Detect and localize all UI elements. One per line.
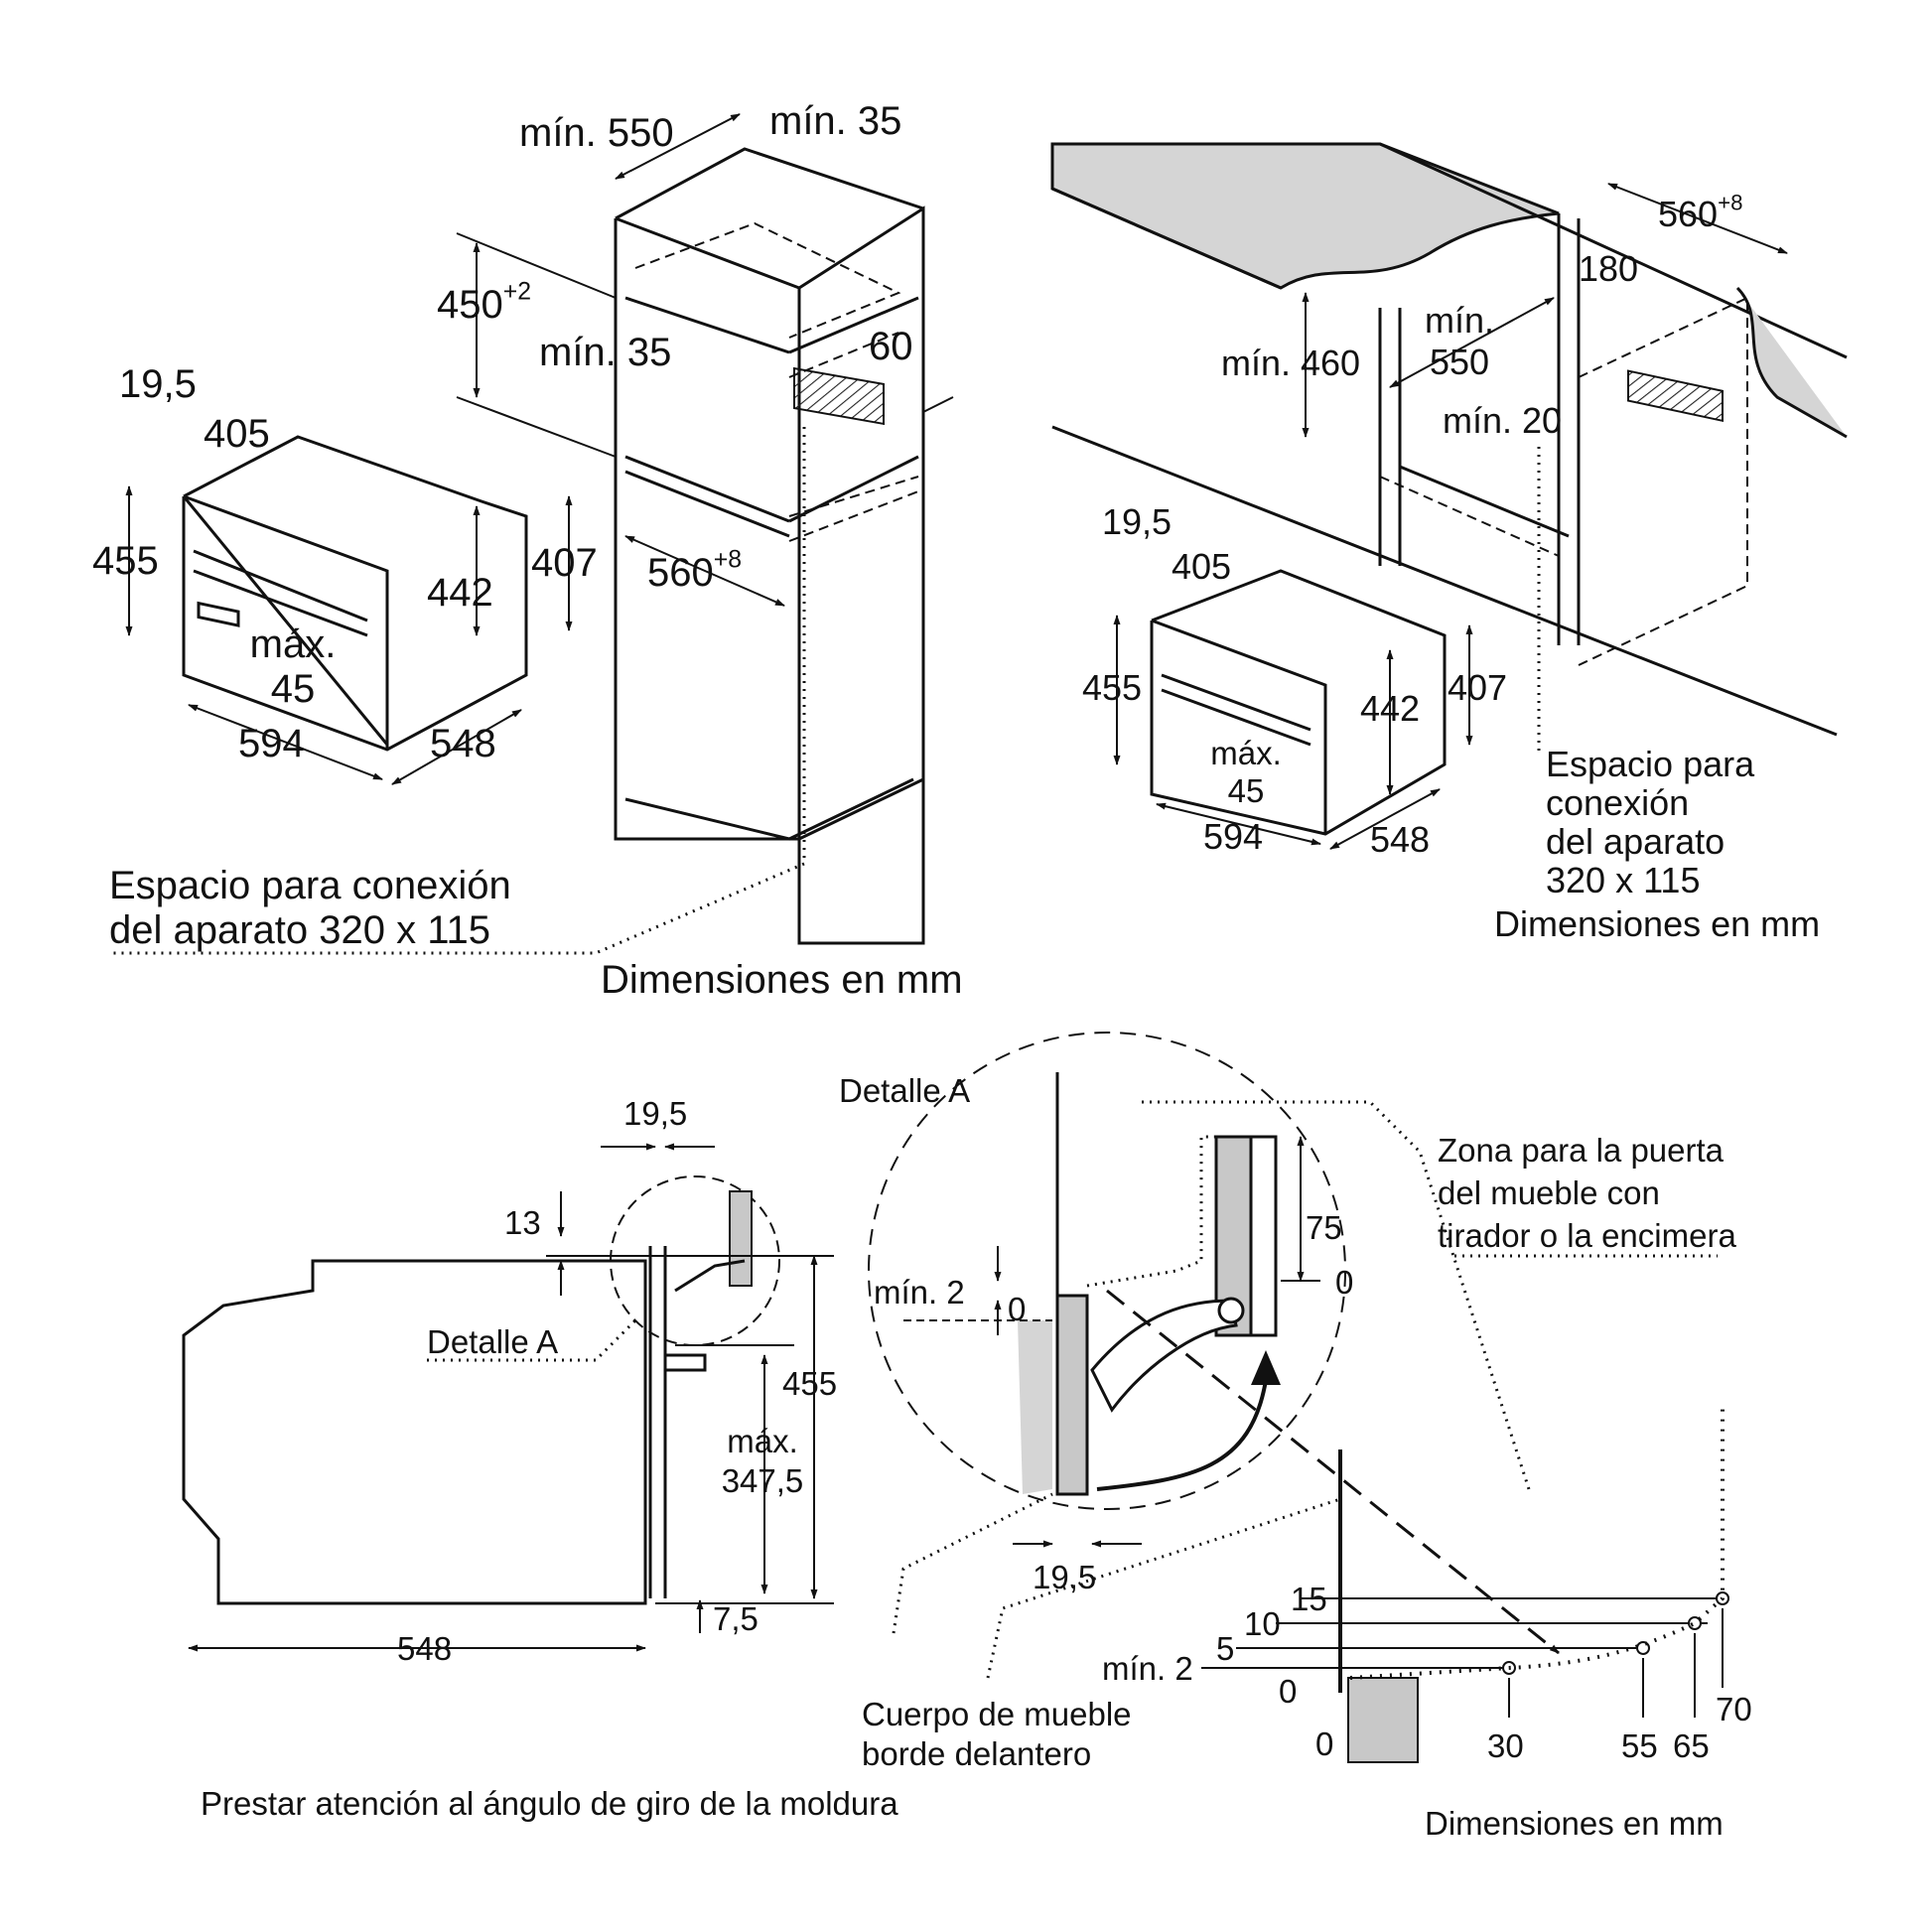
dim-0-right: 0 — [1335, 1264, 1354, 1301]
dim-548-bottom: 548 — [397, 1630, 453, 1667]
dim-442: 442 — [427, 571, 493, 615]
swing-x-30: 30 — [1487, 1727, 1524, 1764]
dim-455-bottom: 455 — [782, 1365, 838, 1402]
undercounter-cabinet — [1051, 213, 1838, 737]
swing-x-70: 70 — [1716, 1691, 1752, 1727]
connection-label-right: Espacio para conexión del aparato 320 x … — [1546, 744, 1755, 900]
detail-a-circle-label: Detalle A — [839, 1072, 971, 1109]
dim-max-347-5: máx.347,5 — [721, 1423, 804, 1499]
worktop — [1050, 142, 1848, 439]
dim-min-35-mid: mín. 35 — [539, 331, 672, 374]
dim-19-5-bottom: 19,5 — [1033, 1559, 1097, 1595]
dim-407: 407 — [531, 541, 598, 585]
dims-detail-a — [903, 1136, 1320, 1548]
dim-0-left: 0 — [1008, 1291, 1027, 1327]
connection-dotted-leader — [109, 427, 806, 955]
units-bottom: Dimensiones en mm — [1425, 1805, 1724, 1842]
dim-7-5: 7,5 — [713, 1600, 759, 1637]
swing-15: 15 — [1291, 1581, 1327, 1617]
dim-455: 455 — [92, 539, 159, 583]
connection-label-line2: del aparato 320 x 115 — [109, 908, 491, 952]
swing-diagonal — [1106, 1289, 1560, 1655]
connection-zone-hatch-right — [1627, 369, 1724, 422]
dim-min-20: mín. 20 — [1443, 400, 1563, 441]
connection-zone-hatch — [793, 366, 885, 426]
dim-407-right: 407 — [1448, 667, 1508, 708]
swing-graph — [1201, 1405, 1729, 1763]
units-top-left: Dimensiones en mm — [601, 958, 963, 1002]
dim-548-right: 548 — [1370, 819, 1431, 860]
swing-5: 5 — [1216, 1630, 1235, 1667]
dim-19-5-bottom-top: 19,5 — [623, 1095, 688, 1132]
dim-560-right: 560+8 — [1658, 190, 1743, 234]
dim-60: 60 — [869, 325, 913, 368]
swing-10: 10 — [1244, 1605, 1281, 1642]
connection-label-line1: Espacio para conexión — [109, 864, 511, 907]
dim-455-right: 455 — [1082, 667, 1143, 708]
dim-405: 405 — [204, 412, 270, 456]
swing-angle-caption: Prestar atención al ángulo de giro de la… — [201, 1785, 898, 1822]
dims-top-left — [125, 113, 954, 785]
oven-right — [1150, 569, 1447, 836]
swing-axis-0: 0 — [1315, 1725, 1334, 1762]
dim-max-45-right: máx.45 — [1210, 735, 1282, 809]
dim-560: 560+8 — [647, 546, 743, 595]
undercounter-hidden — [1379, 296, 1748, 666]
dim-min-2-detail: mín. 2 — [874, 1274, 965, 1311]
swing-min-2: mín. 2 — [1102, 1650, 1193, 1687]
cabinet-edge-label: Cuerpo de mueble borde delantero — [862, 1696, 1132, 1772]
dim-75: 75 — [1306, 1209, 1342, 1246]
detail-a-dotted — [892, 1100, 1718, 1679]
swing-x-65: 65 — [1673, 1727, 1710, 1764]
dim-min-460: mín. 460 — [1221, 343, 1361, 383]
dims-top-right — [1113, 183, 1788, 850]
units-top-right: Dimensiones en mm — [1494, 903, 1821, 944]
door-zone-label: Zona para la puerta del mueble con tirad… — [1438, 1132, 1736, 1254]
dim-min-550-right: mín.550 — [1424, 300, 1494, 382]
detail-a-parts — [1018, 1072, 1281, 1496]
dim-13: 13 — [504, 1204, 541, 1241]
dim-548: 548 — [430, 722, 496, 765]
dim-450: 450+2 — [437, 278, 532, 327]
oven-left — [182, 435, 528, 752]
dim-min-35-top: mín. 35 — [769, 99, 902, 143]
dim-442-right: 442 — [1360, 688, 1421, 729]
small-moulding — [674, 1190, 753, 1293]
detail-a-large-circle — [868, 1032, 1346, 1510]
dim-max-45: máx.45 — [249, 622, 337, 711]
detail-a-leader — [427, 1318, 637, 1362]
dim-19-5: 19,5 — [119, 362, 197, 406]
dim-405-right: 405 — [1172, 546, 1232, 587]
swing-0: 0 — [1279, 1673, 1298, 1710]
detail-a-left-label: Detalle A — [427, 1323, 559, 1360]
dim-594-right: 594 — [1203, 816, 1264, 857]
dim-19-5-right: 19,5 — [1102, 501, 1173, 542]
dim-180: 180 — [1579, 248, 1639, 289]
dim-594: 594 — [238, 722, 305, 765]
oven-side-section — [182, 1246, 707, 1605]
dim-min-550: mín. 550 — [519, 111, 674, 155]
swing-x-55: 55 — [1621, 1727, 1658, 1764]
dims-bottom-left — [188, 1143, 834, 1652]
tall-cabinet — [614, 147, 925, 945]
